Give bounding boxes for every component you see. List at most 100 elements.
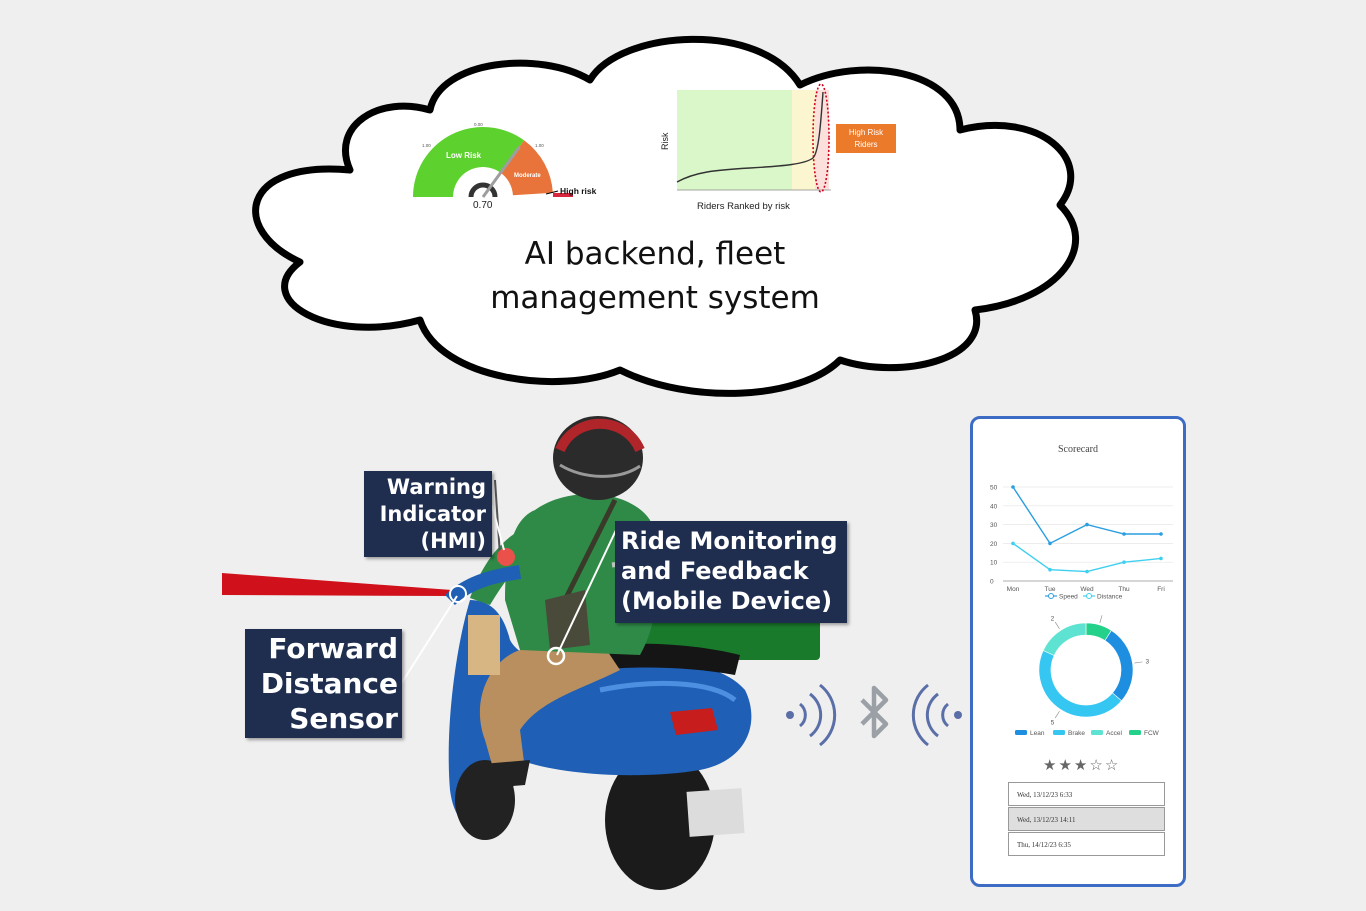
- gauge-tick-left: 1.00: [422, 143, 431, 148]
- forward-distance-sensor-callout: Forward Distance Sensor: [245, 629, 402, 738]
- trip-log-row[interactable]: Thu, 14/12/23 6:35: [1008, 832, 1165, 856]
- bluetooth-icon: [860, 685, 889, 739]
- slice-leader: [1099, 615, 1103, 624]
- donut-slice-brake: [1038, 650, 1122, 718]
- data-point: [1159, 532, 1163, 536]
- legend-label: Brake: [1068, 730, 1085, 737]
- gauge-zone-moderate: [500, 140, 553, 196]
- marker-zone: [815, 90, 829, 190]
- risk-ylabel: Risk: [660, 132, 670, 150]
- star-empty-icon: ☆: [1104, 757, 1121, 774]
- donut-slices: [1038, 622, 1134, 718]
- cloud-title: AI backend, fleet management system: [440, 232, 870, 320]
- hmi-callout-line1: Warning: [386, 475, 486, 499]
- cloud-title-line1: AI backend, fleet: [524, 236, 786, 272]
- legend-marker: [1048, 593, 1054, 599]
- gauge-tick-top: 0.00: [474, 122, 483, 127]
- donut-slice-accel: [1042, 622, 1087, 656]
- fds-leader-line: [400, 595, 458, 685]
- slice-label: 5: [1051, 720, 1055, 727]
- ride-callout-line2: and Feedback: [621, 557, 809, 585]
- license-plate: [686, 788, 745, 837]
- data-point: [1122, 560, 1126, 564]
- y-tick-label: 10: [990, 560, 998, 567]
- data-point: [1011, 485, 1015, 489]
- paper-bag: [468, 615, 500, 675]
- high-risk-marker: [812, 83, 830, 193]
- legend-swatch: [1091, 730, 1103, 735]
- signal-waves-left-icon: [911, 683, 962, 747]
- legend-label: FCW: [1144, 730, 1160, 737]
- legend-label: Speed: [1059, 594, 1078, 601]
- sensor-point: [449, 585, 467, 603]
- data-point: [1011, 541, 1015, 546]
- trip-log-row[interactable]: Wed, 13/12/23 6:33: [1008, 782, 1165, 806]
- legend-swatch: [1053, 730, 1065, 735]
- high-risk-callout: [836, 124, 896, 153]
- scorecard-title: Scorecard: [1058, 444, 1098, 455]
- donut-slice-labels: 1352: [1051, 615, 1150, 727]
- gauge-value: 0.70: [473, 200, 493, 211]
- data-point: [1085, 522, 1089, 527]
- x-tick-label: Mon: [1007, 586, 1020, 593]
- gauge-needle: [481, 145, 521, 198]
- star-filled-icon: ★: [1043, 757, 1059, 774]
- fds-callout-line2: Distance: [260, 667, 398, 700]
- legend-label: Lean: [1030, 730, 1045, 737]
- gauge-zone-low-label: Low Risk: [446, 151, 482, 160]
- hmi-callout-line3: (HMI): [420, 529, 486, 553]
- data-point: [1048, 567, 1052, 572]
- risk-curve-chart: Risk Riders Ranked by risk High Risk Rid…: [660, 83, 896, 212]
- y-tick-label: 20: [990, 541, 998, 548]
- legend-marker: [1086, 593, 1092, 599]
- ride-monitoring-callout: Ride Monitoring and Feedback (Mobile Dev…: [615, 521, 847, 623]
- low-risk-zone: [677, 90, 792, 190]
- gauge-zone-moderate-label: Moderate: [514, 173, 541, 179]
- gauge-zone-high: [553, 193, 573, 197]
- sensor-beam: [222, 573, 452, 596]
- data-point: [1085, 569, 1089, 574]
- y-tick-label: 40: [990, 503, 998, 510]
- series-line-speed: [1012, 486, 1161, 545]
- y-tick-label: 0: [990, 579, 994, 586]
- donut-legend: Lean Brake Accel FCW: [1015, 730, 1160, 737]
- fds-callout-line3: Sensor: [289, 702, 398, 735]
- risk-gauge: 1.00 0.00 1.00 Low Risk Moderate High ri…: [413, 122, 597, 211]
- star-rating: ★★★☆☆: [1043, 756, 1120, 774]
- x-tick-label: Thu: [1118, 586, 1130, 593]
- star-empty-icon: ☆: [1089, 757, 1105, 774]
- slice-leader: [1134, 661, 1143, 664]
- hmi-callout-line2: Indicator: [379, 502, 486, 526]
- cloud-title-line2: management system: [490, 280, 820, 316]
- risk-curve-line: [676, 91, 824, 183]
- high-risk-callout-line1: High Risk: [849, 128, 884, 137]
- high-risk-callout-line2: Riders: [854, 140, 877, 149]
- gauge-zone-low: [413, 127, 525, 197]
- slice-leader: [1054, 711, 1060, 719]
- high-risk-pointer: [545, 190, 559, 195]
- line-chart-grid: [1003, 486, 1173, 582]
- warning-indicator-light: [497, 548, 515, 566]
- signal-waves-right-icon: [786, 683, 837, 747]
- gauge-zone-high-label: High risk: [560, 186, 597, 196]
- legend-swatch: [1015, 730, 1027, 735]
- slice-label: 2: [1051, 615, 1055, 622]
- ride-leader-line: [556, 527, 618, 656]
- data-point: [1159, 556, 1163, 561]
- data-point: [1122, 532, 1126, 536]
- mobile-device-point: [546, 646, 566, 666]
- trip-log-row[interactable]: Wed, 13/12/23 14:11: [1008, 807, 1165, 831]
- fds-callout-line1: Forward: [268, 632, 398, 665]
- legend-label: Accel: [1106, 730, 1122, 737]
- rider-legs: [479, 640, 620, 775]
- star-filled-icon: ★: [1073, 757, 1090, 774]
- x-tick-label: Wed: [1080, 586, 1094, 593]
- x-tick-label: Tue: [1045, 586, 1056, 593]
- rear-wheel: [605, 750, 715, 890]
- star-filled-icon: ★: [1058, 757, 1074, 774]
